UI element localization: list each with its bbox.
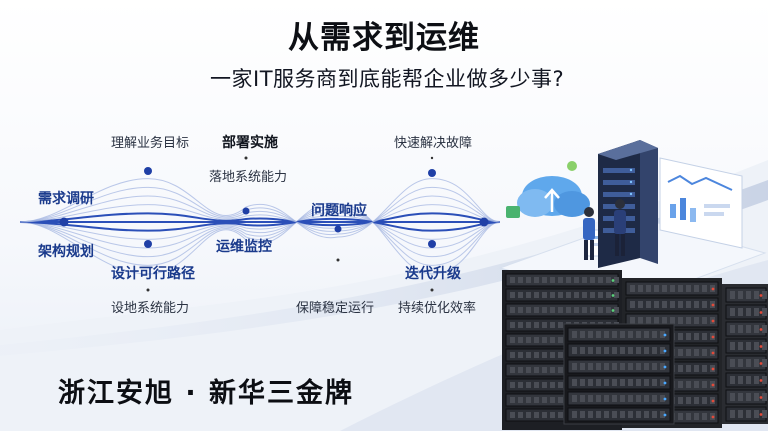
label-understand-goals: 理解业务目标 bbox=[111, 136, 190, 151]
cloud-icon bbox=[517, 176, 590, 217]
page-subtitle: 一家IT服务商到底能帮企业做多少事? bbox=[210, 67, 565, 91]
node-stage1-top bbox=[144, 167, 152, 175]
wave-lines bbox=[19, 156, 501, 292]
chat-icon bbox=[506, 206, 520, 218]
label-fast-fix: 快速解决故障 bbox=[394, 136, 473, 151]
label-deploy-capability: 落地系统能力 bbox=[209, 170, 288, 185]
label-issue-response: 问题响应 bbox=[311, 203, 367, 219]
node-start bbox=[59, 217, 69, 227]
node-stage4-top bbox=[428, 169, 436, 177]
brand-slogan: 浙江安旭 · 新华三金牌 bbox=[58, 378, 355, 409]
label-design-capability: 设地系统能力 bbox=[111, 301, 190, 316]
label-design-path: 设计可行路径 bbox=[111, 266, 195, 282]
label-iteration: 迭代升级 bbox=[405, 266, 461, 282]
node-stage3 bbox=[334, 225, 342, 233]
service-flow-diagram: 需求调研 架构规划 理解业务目标 设计可行路径 设地系统能力 部署实施 落地系统… bbox=[0, 110, 520, 325]
node-stage4-bottom bbox=[428, 240, 436, 248]
person-icon bbox=[614, 199, 626, 256]
person-icon bbox=[583, 207, 595, 260]
label-architecture: 架构规划 bbox=[38, 244, 94, 260]
label-stable-operation: 保障稳定运行 bbox=[296, 301, 375, 316]
status-dot-icon bbox=[567, 161, 577, 171]
label-deployment: 部署实施 bbox=[222, 135, 278, 151]
page-title: 从需求到运维 bbox=[288, 20, 480, 56]
rack-tower bbox=[598, 140, 658, 268]
node-stage1-bottom bbox=[144, 240, 152, 248]
label-requirements: 需求调研 bbox=[38, 191, 94, 207]
server-illustration bbox=[498, 140, 768, 430]
label-optimize: 持续优化效率 bbox=[398, 301, 477, 316]
node-end bbox=[479, 217, 489, 227]
server-stack bbox=[502, 270, 768, 430]
node-stage2-top bbox=[242, 207, 250, 215]
label-monitoring: 运维监控 bbox=[216, 239, 272, 255]
dashboard-screen bbox=[659, 157, 743, 249]
